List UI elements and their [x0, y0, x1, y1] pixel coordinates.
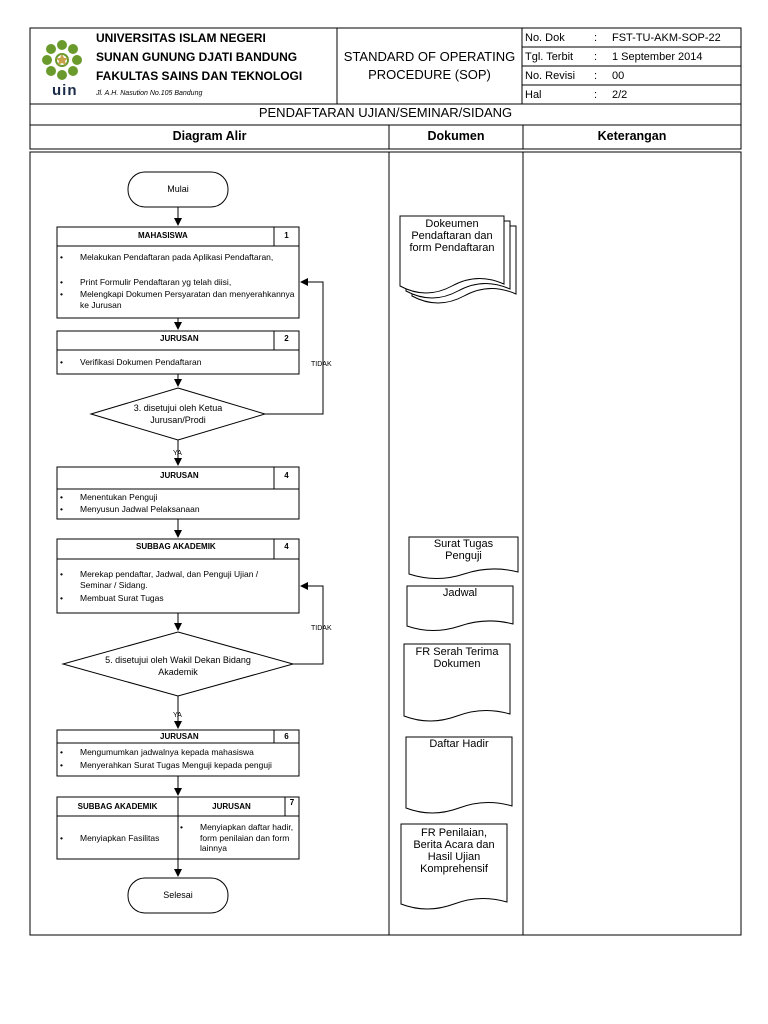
address: Jl. A.H. Nasution No.105 Bandung: [96, 90, 203, 97]
document-1-label: Dokeumen Pendaftaran dan form Pendaftara…: [400, 218, 504, 254]
step-7-number: 7: [289, 798, 295, 807]
step-1-item: Print Formulir Pendaftaran yg telah diis…: [60, 277, 295, 288]
meta-sep: :: [594, 70, 598, 82]
logo-text: uin: [52, 82, 78, 99]
step-4a-item: Menyusun Jadwal Pelaksanaan: [60, 504, 290, 515]
step-7-right-item: Menyiapkan daftar hadir, form penilaian …: [180, 822, 295, 854]
step-2-actor: JURUSAN: [160, 334, 199, 343]
document-text: Komprehensif: [420, 863, 488, 875]
step-7-left-item: Menyiapkan Fasilitas: [60, 833, 175, 844]
flow-end: Selesai: [163, 890, 193, 900]
decision-5-text: 5. disetujui oleh Wakil Dekan Bidang: [105, 655, 251, 665]
document-title: PENDAFTARAN UJIAN/SEMINAR/SIDANG: [258, 105, 513, 120]
decision-3-no-label: TIDAK: [311, 361, 332, 368]
step-2-number: 2: [284, 334, 289, 343]
meta-value: FST-TU-AKM-SOP-22: [612, 32, 721, 44]
step-4a-number: 4: [284, 471, 289, 480]
sop-title-line-1: STANDARD OF OPERATING: [343, 49, 516, 64]
document-text: Surat Tugas: [433, 538, 494, 550]
step-4b-item: Merekap pendaftar, Jadwal, dan Penguji U…: [60, 569, 292, 590]
decision-5-yes-label: YA: [173, 712, 182, 719]
document-3-label: Jadwal: [407, 587, 513, 599]
document-text: FR Penilaian,: [420, 827, 488, 839]
document-2-label: Surat Tugas Penguji: [409, 538, 518, 562]
step-7-actor-left: SUBBAG AKADEMIK: [77, 802, 158, 811]
step-1-item: Melakukan Pendaftaran pada Aplikasi Pend…: [60, 252, 290, 263]
step-6-item: Mengumumkan jadwalnya kepada mahasiswa: [60, 747, 295, 758]
document-text: FR Serah Terima: [415, 646, 499, 658]
step-6-actor: JURUSAN: [160, 732, 199, 741]
step-4b-number: 4: [284, 542, 289, 551]
column-header-keterangan: Keterangan: [597, 129, 667, 143]
meta-label: No. Dok: [525, 32, 565, 44]
step-4b-actor: SUBBAG AKADEMIK: [136, 542, 216, 551]
step-6-number: 6: [284, 732, 289, 741]
step-1-number: 1: [284, 231, 289, 240]
meta-sep: :: [594, 32, 598, 44]
decision-3-text: 3. disetujui oleh Ketua: [133, 403, 223, 413]
sop-title-line-2: PROCEDURE (SOP): [368, 67, 491, 82]
step-4a-item: Menentukan Penguji: [60, 492, 290, 503]
meta-sep: :: [594, 51, 598, 63]
step-6-item: Menyerahkan Surat Tugas Menguji kepada p…: [60, 760, 295, 771]
document-text: Berita Acara dan: [413, 839, 495, 851]
decision-3-text: Jurusan/Prodi: [150, 415, 206, 425]
decision-5-text: Akademik: [158, 667, 198, 677]
meta-value: 1 September 2014: [612, 51, 703, 63]
document-6-label: FR Penilaian, Berita Acara dan Hasil Uji…: [401, 827, 507, 875]
meta-label: Tgl. Terbit: [525, 51, 574, 63]
step-1-actor: MAHASISWA: [138, 231, 188, 240]
decision-3-yes-label: YA: [173, 450, 182, 457]
document-text: Dokumen: [433, 658, 481, 670]
column-header-dokumen: Dokumen: [427, 129, 485, 143]
step-4b-item: Membuat Surat Tugas: [60, 593, 290, 604]
column-header-diagram: Diagram Alir: [172, 129, 247, 143]
step-1-item: Melengkapi Dokumen Persyaratan dan menye…: [60, 289, 295, 310]
step-2-item: Verifikasi Dokumen Pendaftaran: [60, 357, 290, 368]
flow-start: Mulai: [167, 184, 189, 194]
document-text: Daftar Hadir: [429, 738, 489, 750]
document-text: Jadwal: [442, 587, 478, 599]
step-4a-actor: JURUSAN: [160, 471, 199, 480]
document-text: Pendaftaran dan: [411, 230, 493, 242]
document-4-label: FR Serah Terima Dokumen: [404, 646, 510, 670]
step-7-actor-right: JURUSAN: [212, 802, 251, 811]
meta-label: Hal: [525, 89, 542, 101]
univ-line-2: SUNAN GUNUNG DJATI BANDUNG: [96, 50, 298, 64]
uin-logo-mark: [42, 40, 82, 80]
meta-value: 00: [612, 70, 625, 82]
meta-sep: :: [594, 89, 598, 101]
univ-line-1: UNIVERSITAS ISLAM NEGERI: [96, 31, 266, 45]
meta-value: 2/2: [612, 89, 628, 101]
document-text: Dokeumen: [425, 218, 479, 230]
univ-line-3: FAKULTAS SAINS DAN TEKNOLOGI: [96, 69, 303, 83]
document-text: Hasil Ujian: [427, 851, 481, 863]
document-5-label: Daftar Hadir: [406, 738, 512, 750]
document-text: form Pendaftaran: [409, 242, 495, 254]
document-text: Penguji: [445, 550, 482, 562]
decision-5-no-label: TIDAK: [311, 625, 332, 632]
meta-label: No. Revisi: [525, 70, 576, 82]
